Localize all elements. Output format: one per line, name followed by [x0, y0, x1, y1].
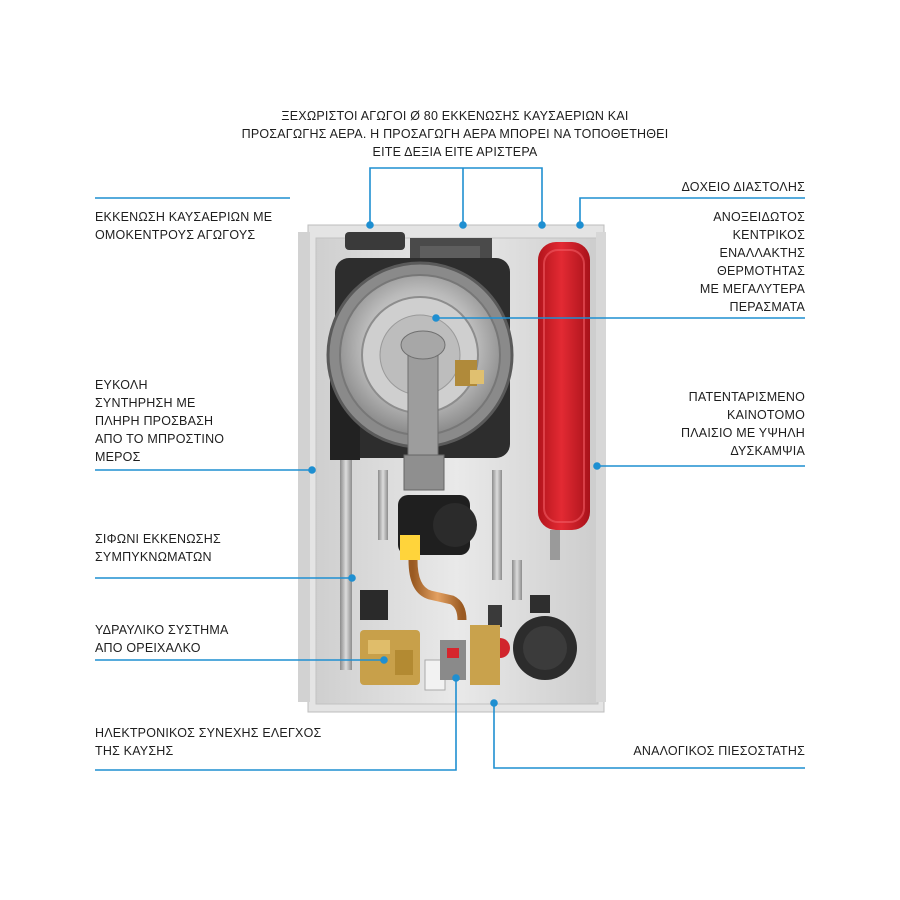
leader-lines [95, 167, 805, 771]
label-patented-frame: ΠΑΤΕΝΤΑΡΙΣΜΕΝΟ ΚΑΙΝΟΤΟΜΟ ΠΛΑΙΣΙΟ ΜΕ ΥΨΗΛ… [681, 390, 805, 458]
heat-exchanger-fan [326, 261, 514, 491]
label-brass-hydraulics: ΥΔΡΑΥΛΙΚΟ ΣΥΣΤΗΜΑ ΑΠΟ ΟΡΕΙΧΑΛΚΟ [95, 623, 229, 655]
label-expansion-tank: ΔΟΧΕΙΟ ΔΙΑΣΤΟΛΗΣ [681, 180, 805, 194]
expansion-tank [538, 242, 590, 560]
label-concentric-flue: ΕΚΚΕΝΩΣΗ ΚΑΥΣΑΕΡΙΩΝ ΜΕ ΟΜΟΚΕΝΤΡΟΥΣ ΑΓΩΓΟ… [95, 210, 273, 242]
fan-motor [398, 495, 477, 560]
circulation-pump [440, 595, 577, 685]
label-electronic-combustion-control: ΗΛΕΚΤΡΟΝΙΚΟΣ ΣΥΝΕΧΗΣ ΕΛΕΓΧΟΣ ΤΗΣ ΚΑΥΣΗΣ [95, 726, 322, 758]
label-easy-maintenance: ΕΥΚΟΛΗ ΣΥΝΤΗΡΗΣΗ ΜΕ ΠΛΗΡΗ ΠΡΟΣΒΑΣΗ ΑΠΟ Τ… [95, 378, 225, 464]
label-heat-exchanger: ΑΝΟΞΕΙΔΩΤΟΣ ΚΕΝΤΡΙΚΟΣ ΕΝΑΛΛΑΚΤΗΣ ΘΕΡΜΟΤΗ… [699, 210, 805, 314]
label-separate-flue-ducts: ΞΕΧΩΡΙΣΤΟΙ ΑΓΩΓΟΙ Ø 80 ΕΚΚΕΝΩΣΗΣ ΚΑΥΣΑΕΡ… [241, 109, 669, 159]
label-analog-pressure-switch: ΑΝΑΛΟΓΙΚΟΣ ΠΙΕΣΟΣΤΑΤΗΣ [633, 744, 805, 758]
label-condensate-siphon: ΣΙΦΩΝΙ ΕΚΚΕΝΩΣΗΣ ΣΥΜΠΥΚΝΩΜΑΤΩΝ [95, 532, 221, 564]
pipework [340, 460, 522, 670]
